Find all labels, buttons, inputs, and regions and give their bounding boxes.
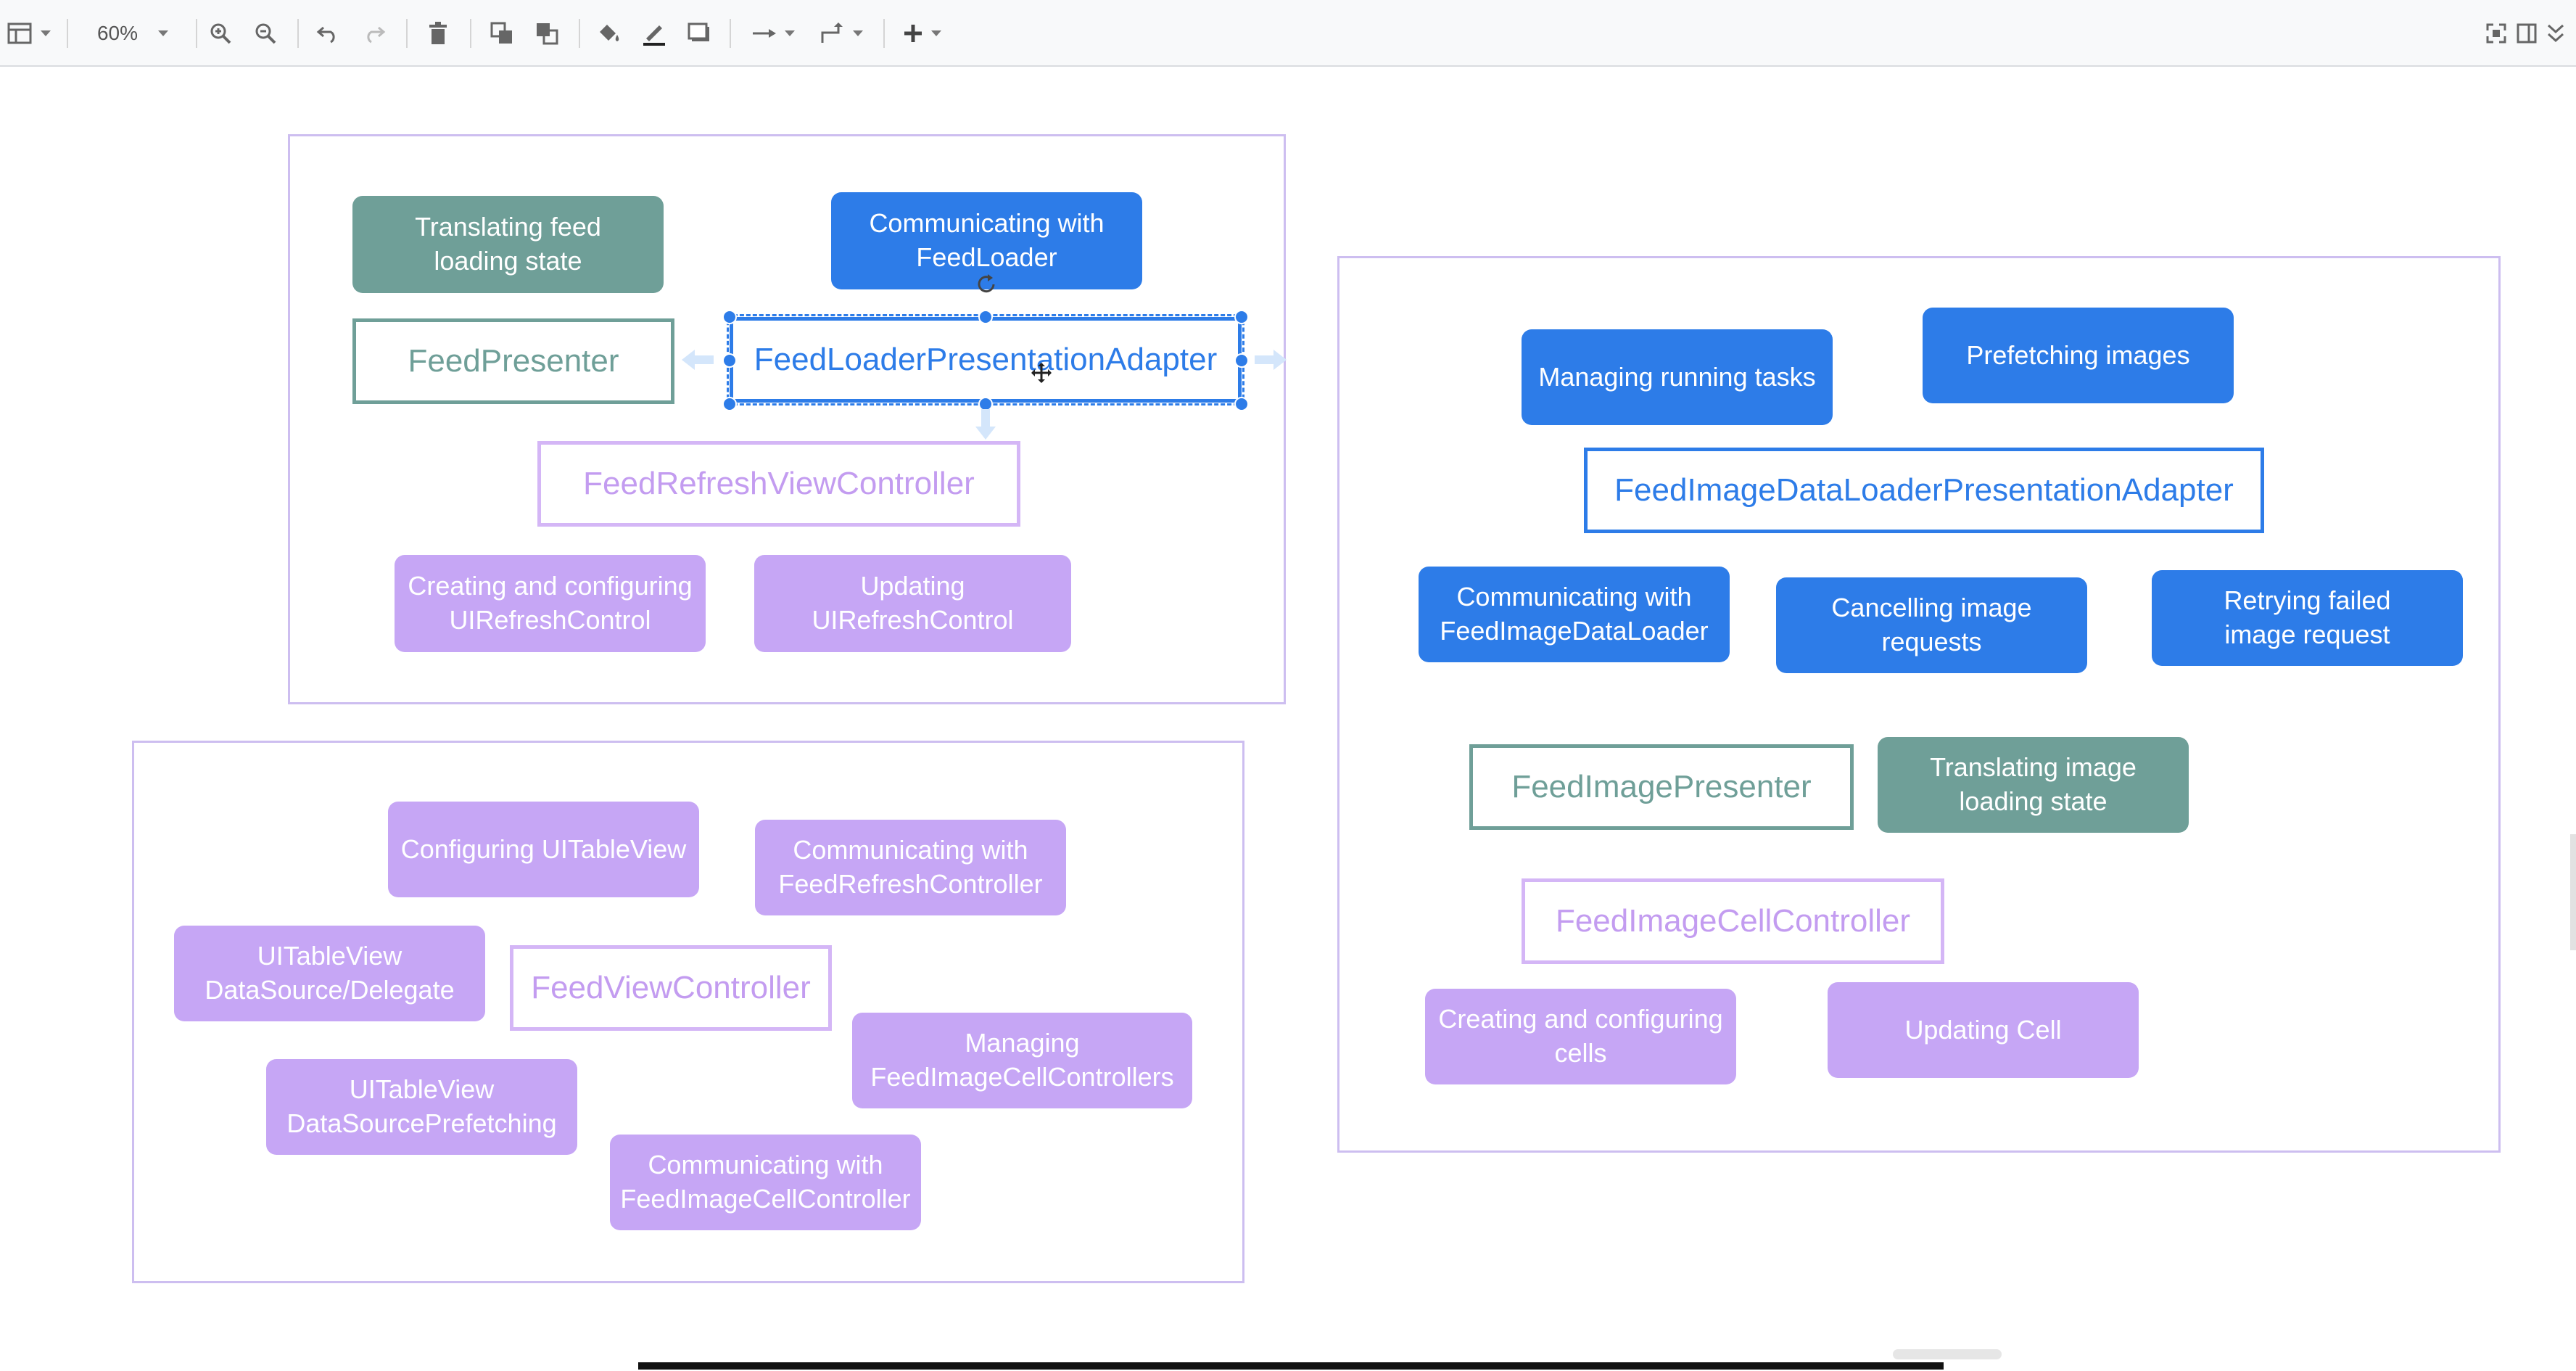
zoom-select[interactable]: 60%	[86, 10, 180, 57]
toolbar-separator	[406, 19, 408, 48]
creating-configuring-uirefreshcontrol-node[interactable]: Creating and configuring UIRefreshContro…	[395, 555, 706, 652]
updating-uirefreshcontrol-node[interactable]: Updating UIRefreshControl	[754, 555, 1071, 652]
resize-handle[interactable]	[1234, 310, 1249, 324]
toolbar-separator	[67, 19, 68, 48]
feed-view-controller-group-frame[interactable]	[132, 741, 1244, 1283]
uitableview-datasourceprefetching-node[interactable]: UITableView DataSourcePrefetching	[266, 1059, 577, 1155]
resize-handle[interactable]	[722, 310, 737, 324]
resize-handle[interactable]	[1234, 397, 1249, 411]
toolbar-separator	[883, 19, 885, 48]
format-toggle-icon[interactable]	[2511, 10, 2543, 57]
connection-icon[interactable]	[744, 10, 802, 57]
feedimagedataloader-presentation-adapter-node[interactable]: FeedImageDataLoaderPresentationAdapter	[1584, 448, 2264, 533]
resize-handle[interactable]	[1234, 353, 1249, 368]
line-color-icon[interactable]	[637, 10, 672, 57]
cancelling-image-requests-node[interactable]: Cancelling image requests	[1776, 577, 2087, 673]
zoom-out-icon[interactable]	[248, 10, 283, 57]
image-group-frame[interactable]	[1337, 256, 2501, 1153]
resize-handle[interactable]	[722, 353, 737, 368]
insert-icon[interactable]	[896, 10, 947, 57]
resize-handle[interactable]	[978, 310, 993, 324]
communicating-with-feedimagedataloader-node[interactable]: Communicating with FeedImageDataLoader	[1419, 567, 1730, 662]
vertical-scrollbar[interactable]	[2570, 834, 2576, 950]
move-icon[interactable]	[1027, 358, 1056, 387]
waypoints-icon[interactable]	[812, 10, 870, 57]
communicating-with-feedimagecellcontroller-node[interactable]: Communicating with FeedImageCellControll…	[610, 1135, 921, 1230]
connect-arrow-down-icon[interactable]	[973, 408, 999, 445]
bottom-bar	[638, 1362, 1944, 1370]
shadow-icon[interactable]	[682, 10, 717, 57]
rotate-icon[interactable]	[972, 270, 1001, 299]
fill-color-icon[interactable]	[592, 10, 627, 57]
toolbar-separator	[579, 19, 580, 48]
diagram-canvas[interactable]: Translating feed loading state Communica…	[0, 67, 2576, 1371]
connect-arrow-right-icon[interactable]	[1253, 347, 1288, 376]
feed-image-cell-controller-node[interactable]: FeedImageCellController	[1522, 878, 1944, 964]
format-panel-icon[interactable]	[6, 10, 52, 57]
creating-configuring-cells-node[interactable]: Creating and configuring cells	[1425, 989, 1736, 1084]
configuring-uitableview-node[interactable]: Configuring UITableView	[388, 802, 699, 897]
collapse-icon[interactable]	[2540, 10, 2572, 57]
to-back-icon[interactable]	[529, 10, 564, 57]
translating-feed-loading-state-node[interactable]: Translating feed loading state	[352, 196, 664, 293]
toolbar-separator	[297, 19, 299, 48]
toolbar-separator	[196, 19, 197, 48]
delete-icon[interactable]	[421, 10, 455, 57]
communicating-with-feedrefreshcontroller-node[interactable]: Communicating with FeedRefreshController	[755, 820, 1066, 915]
managing-feedimagecellcontrollers-node[interactable]: Managing FeedImageCellControllers	[852, 1013, 1192, 1108]
zoom-label: 60%	[96, 22, 139, 44]
zoom-in-icon[interactable]	[203, 10, 238, 57]
redo-icon[interactable]	[357, 10, 392, 57]
prefetching-images-node[interactable]: Prefetching images	[1923, 308, 2234, 403]
feed-presenter-node[interactable]: FeedPresenter	[352, 318, 674, 404]
updating-cell-node[interactable]: Updating Cell	[1828, 982, 2139, 1078]
to-front-icon[interactable]	[484, 10, 519, 57]
feed-image-presenter-node[interactable]: FeedImagePresenter	[1469, 744, 1854, 830]
communicating-with-feedloader-node[interactable]: Communicating with FeedLoader	[831, 192, 1142, 289]
retrying-failed-image-request-node[interactable]: Retrying failed image request	[2152, 570, 2463, 666]
toolbar-separator	[730, 19, 731, 48]
feed-view-controller-node[interactable]: FeedViewController	[510, 945, 832, 1031]
connect-arrow-left-icon[interactable]	[680, 347, 715, 376]
fullscreen-icon[interactable]	[2480, 10, 2512, 57]
feedloader-presentation-adapter-node[interactable]: FeedLoaderPresentationAdapter	[730, 317, 1242, 403]
presenter-group-frame[interactable]	[288, 134, 1286, 704]
undo-icon[interactable]	[310, 10, 345, 57]
translating-image-loading-state-node[interactable]: Translating image loading state	[1878, 737, 2189, 833]
managing-running-tasks-node[interactable]: Managing running tasks	[1522, 329, 1833, 425]
toolbar-separator	[470, 19, 471, 48]
resize-handle[interactable]	[722, 397, 737, 411]
uitableview-datasource-delegate-node[interactable]: UITableView DataSource/Delegate	[174, 926, 485, 1021]
toolbar: 60%	[0, 0, 2576, 67]
feed-refresh-view-controller-node[interactable]: FeedRefreshViewController	[537, 441, 1020, 527]
horizontal-scrollbar[interactable]	[1893, 1349, 2002, 1359]
